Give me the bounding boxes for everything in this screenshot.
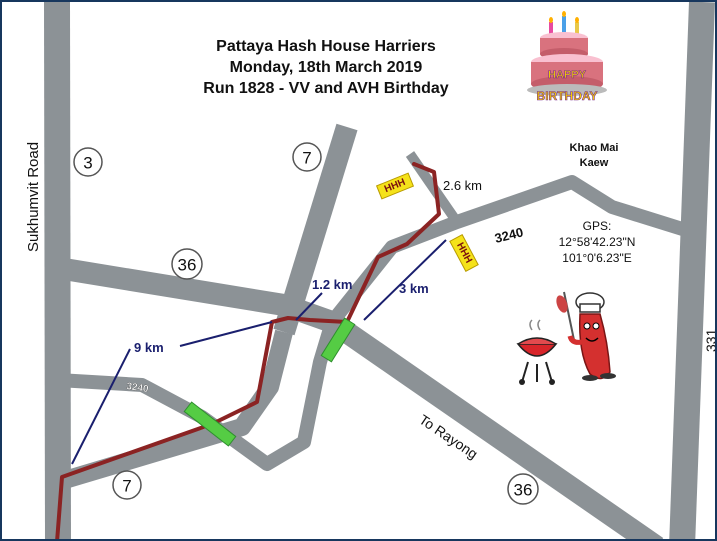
title-block: Pattaya Hash House Harriers Monday, 18th… (203, 38, 448, 97)
shield-36-lower: 36 (507, 473, 539, 505)
shield-7-bottom: 7 (112, 470, 142, 500)
gps-longitude: 101°0'6.23"E (562, 251, 631, 265)
leader-9km-b (179, 321, 273, 347)
gps-latitude: 12°58'42.23"N (559, 235, 636, 249)
distance-9km: 9 km (134, 340, 164, 355)
distance-leaders (71, 239, 447, 465)
distance-3km: 3 km (399, 281, 429, 296)
place-name-line-2: Kaew (580, 157, 609, 169)
hhh-sign-2: HHH (449, 234, 479, 272)
title-line-3: Run 1828 - VV and AVH Birthday (203, 80, 448, 97)
road-36 (56, 257, 664, 539)
crossing-markers (183, 317, 356, 447)
shield-36-upper: 36 (171, 248, 203, 280)
cake-happy-text: HAPPY (548, 69, 587, 81)
sausage-chef-icon (556, 291, 616, 381)
shield-3-number: 3 (83, 154, 92, 173)
crossing-marker-north (320, 317, 356, 363)
shield-3: 3 (73, 147, 103, 177)
hhh-sign-1: HHH (375, 172, 415, 200)
title-line-2: Monday, 18th March 2019 (230, 59, 423, 76)
birthday-cake-icon: HAPPY BIRTHDAY (527, 11, 607, 103)
cake-birthday-text: BIRTHDAY (537, 89, 598, 103)
road-331 (669, 2, 715, 539)
road-3240-lower (57, 319, 339, 471)
distance-1-2km: 1.2 km (312, 277, 352, 292)
shield-36-lower-number: 36 (514, 481, 533, 500)
shield-36-upper-number: 36 (178, 256, 197, 275)
leader-3km (363, 239, 447, 321)
distance-2-6km: 2.6 km (443, 178, 482, 193)
roads (44, 2, 715, 539)
bbq-grill-icon (516, 319, 558, 385)
road-3240-upper (326, 175, 695, 327)
leader-9km (71, 348, 131, 465)
road-331-label: 331 (703, 328, 717, 352)
road-3240-lower-label: 3240 (126, 381, 150, 395)
gps-label: GPS: (583, 219, 612, 233)
shield-7-top-number: 7 (302, 149, 311, 168)
road-7-south (55, 329, 293, 491)
sukhumvit-road-label: Sukhumvit Road (25, 142, 42, 252)
title-line-1: Pattaya Hash House Harriers (216, 38, 436, 55)
crossing-marker-south (183, 401, 237, 447)
shield-7-bottom-number: 7 (122, 477, 131, 496)
road-7-north (273, 123, 358, 336)
road-3240-upper-label: 3240 (493, 224, 525, 246)
shield-7-top: 7 (292, 142, 322, 172)
leader-1-2km (295, 292, 323, 321)
place-name-line-1: Khao Mai (570, 142, 619, 154)
